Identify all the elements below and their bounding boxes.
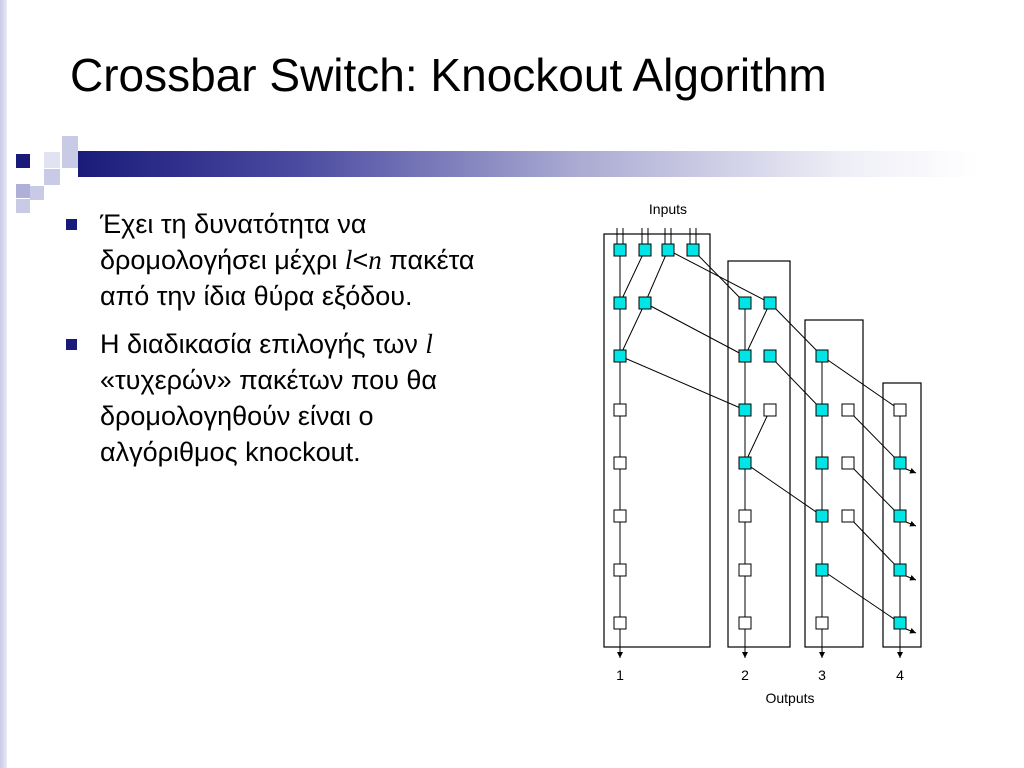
math-symbol: l: [344, 245, 353, 275]
connection-line: [667, 249, 771, 304]
idle-node: [613, 563, 627, 577]
active-node: [815, 563, 829, 577]
active-node: [815, 456, 829, 470]
concentrator-box: [804, 319, 864, 648]
connection-line: [619, 302, 646, 357]
bullet-text: «τυχερών» πακέτων που θα δρομολογηθούν ε…: [100, 365, 438, 467]
connection-line: [847, 462, 901, 517]
outputs-label: Outputs: [765, 690, 814, 706]
output-number-label: 1: [616, 667, 624, 683]
bullet-item: Η διαδικασία επιλογής των l «τυχερών» πα…: [62, 326, 502, 470]
connection-line: [744, 409, 771, 464]
active-node: [613, 243, 627, 257]
concentrator-box: [727, 260, 791, 648]
concentrator-box: [603, 233, 711, 648]
bullet-text: Η διαδικασία επιλογής των: [100, 329, 426, 359]
knockout-switch-diagram: Inputs Outputs 1 2 3 4: [603, 201, 922, 706]
output-number-label: 3: [818, 667, 826, 683]
connection-line: [769, 355, 823, 411]
math-symbol: n: [368, 245, 382, 275]
active-node: [661, 243, 675, 257]
exit-arrow: [905, 627, 917, 634]
active-node: [893, 456, 907, 470]
connection-line: [644, 302, 746, 357]
active-node: [738, 296, 752, 310]
slide-title: Crossbar Switch: Knockout Algorithm: [70, 49, 827, 101]
idle-node: [613, 616, 627, 630]
idle-node: [763, 403, 777, 417]
idle-node: [815, 616, 829, 630]
connection-line: [769, 302, 823, 357]
output-number-label: 2: [741, 667, 749, 683]
exit-arrow: [905, 520, 917, 527]
exit-arrow: [905, 467, 917, 474]
connection-line: [847, 409, 901, 464]
square-bullet-icon: [66, 219, 77, 230]
decorative-squares: [16, 136, 78, 213]
idle-node: [613, 403, 627, 417]
exit-arrow: [905, 574, 917, 581]
active-node: [638, 296, 652, 310]
active-node: [763, 349, 777, 363]
active-node: [638, 243, 652, 257]
title-underline-bar: [78, 151, 978, 177]
bullet-text: Έχει τη δυνατότητα να δρομολογήσει μέχρι: [100, 209, 367, 275]
active-node: [815, 509, 829, 523]
bullet-list: Έχει τη δυνατότητα να δρομολογήσει μέχρι…: [62, 206, 502, 482]
connection-line: [821, 569, 901, 624]
active-node: [613, 349, 627, 363]
connection-line: [644, 249, 669, 304]
bullet-text: <: [352, 245, 369, 275]
connection-line: [821, 355, 901, 411]
idle-node: [893, 403, 907, 417]
connection-line: [744, 302, 771, 357]
active-node: [613, 296, 627, 310]
left-edge-strip: [0, 0, 7, 768]
inputs-label: Inputs: [649, 201, 687, 217]
concentrator-box: [882, 382, 922, 648]
connection-line: [847, 515, 901, 571]
idle-node: [841, 403, 855, 417]
bullet-item: Έχει τη δυνατότητα να δρομολογήσει μέχρι…: [62, 206, 502, 314]
active-node: [738, 349, 752, 363]
connection-line: [619, 249, 646, 304]
idle-node: [841, 509, 855, 523]
active-node: [893, 616, 907, 630]
idle-node: [738, 616, 752, 630]
active-node: [815, 403, 829, 417]
idle-node: [738, 563, 752, 577]
active-node: [893, 509, 907, 523]
connection-line: [619, 355, 746, 411]
active-node: [893, 563, 907, 577]
active-node: [815, 349, 829, 363]
idle-node: [613, 456, 627, 470]
connection-line: [744, 462, 823, 517]
idle-node: [613, 509, 627, 523]
idle-node: [738, 509, 752, 523]
active-node: [763, 296, 777, 310]
idle-node: [841, 456, 855, 470]
math-symbol: l: [425, 329, 433, 359]
output-number-label: 4: [896, 667, 904, 683]
active-node: [738, 456, 752, 470]
active-node: [738, 403, 752, 417]
active-node: [686, 243, 700, 257]
bullet-text: πακέτα από την ίδια θύρα εξόδου.: [100, 245, 475, 311]
square-bullet-icon: [66, 339, 77, 350]
